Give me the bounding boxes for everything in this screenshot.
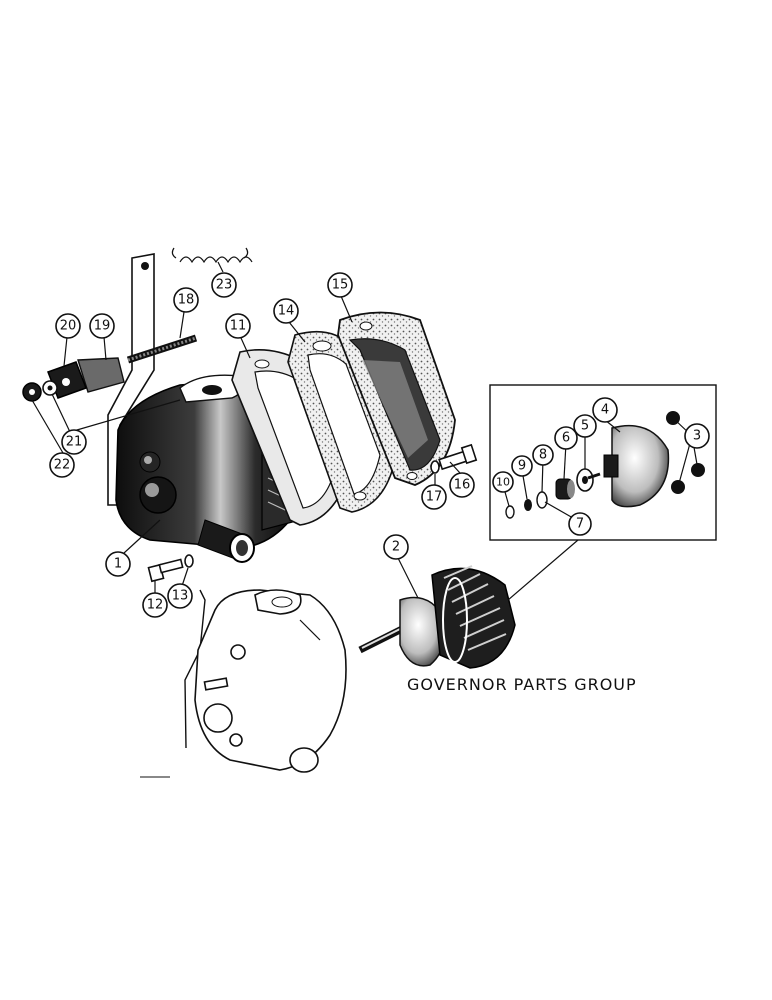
callout-7: 7 — [568, 512, 592, 536]
svg-text:15: 15 — [332, 278, 349, 293]
svg-text:12: 12 — [147, 598, 164, 613]
diagram-caption: GOVERNOR PARTS GROUP — [407, 675, 637, 694]
callout-17: 17 — [421, 484, 447, 510]
svg-text:3: 3 — [693, 429, 701, 444]
lock-washer-17 — [430, 460, 440, 474]
svg-text:11: 11 — [230, 319, 247, 334]
svg-text:13: 13 — [172, 589, 189, 604]
svg-text:17: 17 — [426, 490, 443, 505]
svg-text:4: 4 — [601, 403, 609, 418]
svg-text:16: 16 — [454, 478, 471, 493]
callout-14: 14 — [273, 298, 299, 324]
svg-text:10: 10 — [496, 476, 510, 489]
inset-parts-box — [489, 384, 717, 541]
callout-13: 13 — [167, 583, 193, 609]
cover-plate-15 — [337, 311, 456, 486]
callout-9: 9 — [511, 455, 533, 477]
callout-8: 8 — [532, 444, 554, 466]
svg-text:14: 14 — [278, 304, 295, 319]
callout-21: 21 — [61, 429, 87, 455]
svg-text:6: 6 — [562, 431, 570, 446]
spring-23 — [171, 247, 253, 264]
callout-12: 12 — [142, 592, 168, 618]
callout-16: 16 — [449, 472, 475, 498]
gasket-14 — [287, 330, 396, 513]
svg-text:7: 7 — [576, 517, 584, 532]
svg-text:9: 9 — [518, 459, 526, 474]
svg-text:20: 20 — [60, 319, 77, 334]
callout-4: 4 — [592, 397, 618, 423]
callout-22: 22 — [49, 452, 75, 478]
callout-11: 11 — [225, 313, 251, 339]
svg-text:22: 22 — [54, 458, 71, 473]
stud-18 — [126, 334, 198, 364]
friction-washer-19 — [77, 357, 125, 393]
bolt-16 — [438, 443, 478, 471]
svg-text:21: 21 — [66, 435, 83, 450]
callout-2: 2 — [383, 534, 409, 560]
callout-18: 18 — [173, 287, 199, 313]
callout-3: 3 — [684, 423, 710, 449]
callout-1: 1 — [105, 551, 131, 577]
svg-text:19: 19 — [94, 319, 111, 334]
engine-housing-outline — [140, 589, 347, 778]
callout-15: 15 — [327, 272, 353, 298]
svg-text:1: 1 — [114, 557, 122, 572]
callout-19: 19 — [89, 313, 115, 339]
nut-22 — [22, 382, 42, 402]
svg-text:2: 2 — [392, 540, 400, 555]
governor-gear-2 — [358, 565, 516, 669]
bolt-12 — [147, 558, 184, 583]
svg-text:23: 23 — [216, 278, 233, 293]
callout-6: 6 — [554, 426, 578, 450]
svg-text:8: 8 — [539, 448, 547, 463]
callout-23: 23 — [211, 272, 237, 298]
callout-5: 5 — [573, 414, 597, 438]
callout-20: 20 — [55, 313, 81, 339]
callout-10: 10 — [492, 471, 514, 493]
washer-21 — [42, 380, 58, 396]
lock-washer-13 — [184, 554, 194, 568]
svg-text:5: 5 — [581, 419, 589, 434]
svg-text:18: 18 — [178, 293, 195, 308]
